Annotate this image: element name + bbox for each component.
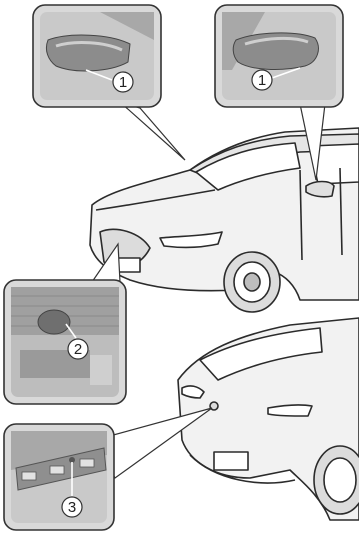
inset-front-right-mirror: 1 — [215, 5, 343, 107]
inset-front-left-mirror: 1 — [33, 5, 161, 107]
callout-number: 3 — [68, 499, 76, 516]
callout-number: 1 — [258, 72, 266, 89]
rear-vehicle-illustration — [178, 318, 359, 520]
inset-front-grille: 2 — [4, 280, 126, 404]
callout-number: 1 — [119, 74, 127, 91]
callout-number: 2 — [74, 341, 82, 358]
inset-rear-camera: 3 — [4, 424, 114, 530]
